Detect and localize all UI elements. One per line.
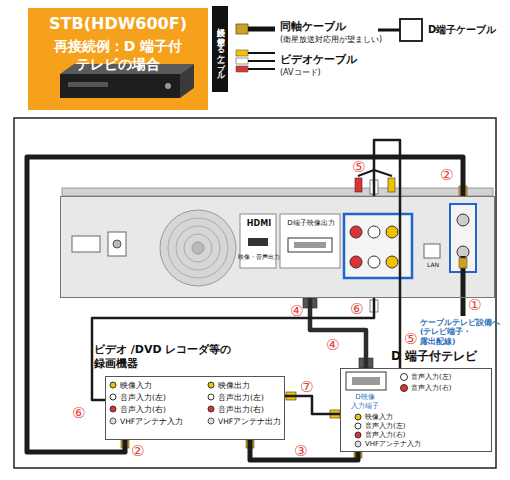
cable-line bbox=[310, 298, 366, 368]
node-text: 再接続例：D 端子付 テレビの場合 bbox=[38, 38, 198, 73]
node-text: D映像 入力端子 bbox=[345, 393, 385, 411]
legend-text: ビデオケーブル bbox=[280, 53, 357, 67]
node-text: 音声出力(左) bbox=[218, 393, 264, 402]
node-text: VHFアンテナ入力 bbox=[120, 417, 183, 426]
node-text: VHFアンテナ出力 bbox=[218, 417, 281, 426]
cable-line bbox=[250, 440, 358, 460]
legend-note: (AVコード) bbox=[280, 68, 321, 78]
node-text: 音声入力(左) bbox=[365, 422, 405, 431]
cable-line bbox=[285, 396, 340, 414]
node-text: HDMI bbox=[241, 219, 277, 229]
node-text: 音声入力(右) bbox=[411, 384, 451, 393]
legend-text: 同軸ケーブル bbox=[280, 20, 346, 34]
node-text: 映像・音声出力 bbox=[237, 253, 281, 261]
callout-number: ⑤ bbox=[404, 330, 417, 349]
legend-text: D端子ケーブル bbox=[428, 24, 496, 37]
node-text: 音声入力(左) bbox=[411, 373, 451, 382]
recorder-box: ビデオ /DVD レコーダ等の 録画機器映像入力音声入力(左)音声入力(右)VH… bbox=[105, 376, 285, 440]
callout-number: ⑥ bbox=[350, 300, 363, 319]
node-text: LAN bbox=[423, 261, 443, 269]
node-text: 映像入力 bbox=[365, 413, 393, 422]
node-text: VHFアンテナ入力 bbox=[365, 440, 421, 449]
callout-number: ③ bbox=[294, 442, 307, 461]
callout-number: ② bbox=[131, 442, 144, 461]
node-text: STB(HDW600F) bbox=[28, 14, 208, 34]
callout-number: ④ bbox=[290, 302, 303, 321]
cable-line bbox=[92, 298, 374, 400]
cable-line bbox=[27, 157, 463, 452]
callout-number: ① bbox=[468, 296, 481, 315]
tv-box: D 端子付テレビD映像 入力端子音声入力(左)音声入力(右)映像入力音声入力(左… bbox=[340, 368, 492, 452]
node-text: D端子映像出力 bbox=[281, 219, 341, 228]
destination-note: ケーブルテレビ設備へ (テレビ端子・露出配線) bbox=[420, 318, 500, 346]
node-text: ビデオ /DVD レコーダ等の 録画機器 bbox=[94, 343, 244, 371]
node-text: 音声出力(右) bbox=[218, 405, 264, 414]
callout-number: ④ bbox=[326, 336, 339, 355]
node-text: 映像入力 bbox=[120, 381, 152, 390]
stb-rear-panel: HDMI 映像・音声出力 D端子映像出力 LAN bbox=[60, 196, 495, 298]
title-box: STB(HDW600F) 再接続例：D 端子付 テレビの場合 bbox=[28, 8, 208, 110]
callout-number: ⑦ bbox=[300, 378, 313, 397]
node-text: 音声入力(左) bbox=[120, 393, 166, 402]
node-text: 音声入力(右) bbox=[365, 431, 405, 440]
callout-number: ⑥ bbox=[72, 404, 85, 423]
cable-legend-band: 接続に使用するケーブル bbox=[212, 6, 228, 92]
node-text: D 端子付テレビ bbox=[391, 349, 477, 364]
node-text: 映像出力 bbox=[218, 381, 250, 390]
cable-line bbox=[374, 140, 400, 368]
callout-number: ⑤ bbox=[352, 158, 365, 177]
legend-note: (衛星放送対応用が望ましい) bbox=[280, 35, 382, 45]
node-text: 音声入力(右) bbox=[120, 405, 166, 414]
callout-number: ② bbox=[440, 166, 453, 185]
